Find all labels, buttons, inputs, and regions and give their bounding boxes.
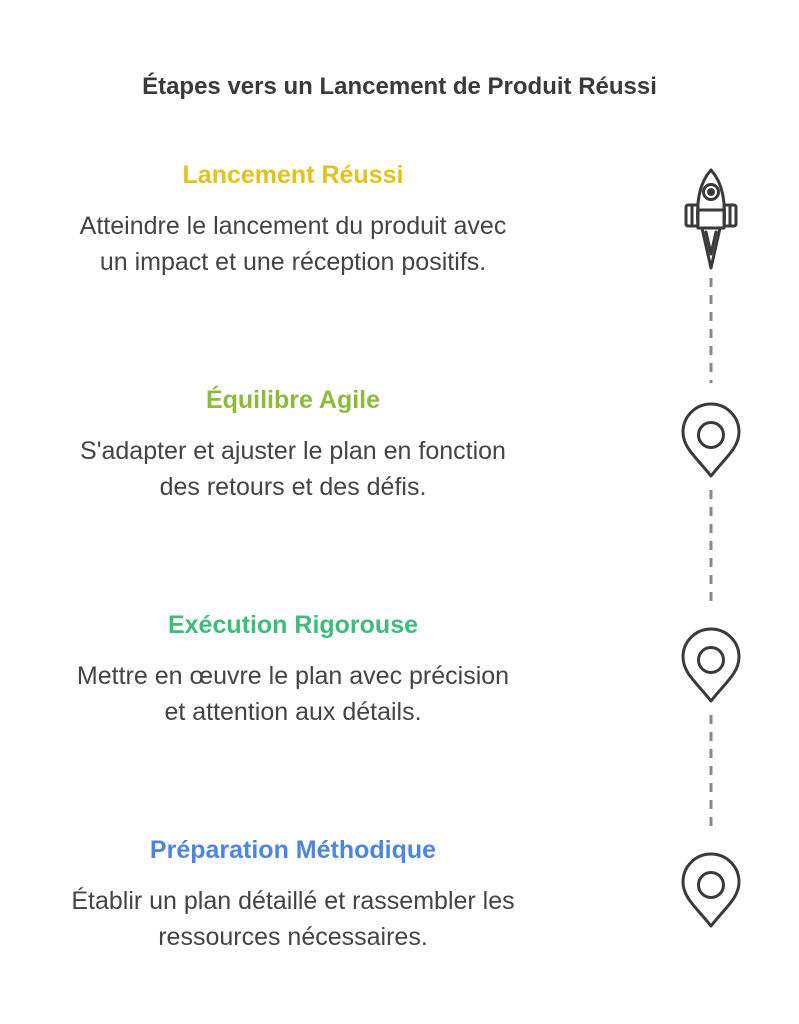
rocket-icon [684,168,738,270]
step-execution-rigorouse: Exécution Rigorouse Mettre en œuvre le p… [20,608,566,730]
location-pin-icon [681,402,741,478]
location-pin-icon [681,627,741,703]
step-title: Préparation Méthodique [149,836,437,864]
step-description: S'adapter et ajuster le plan en fonction… [20,433,566,505]
step-preparation-methodique: Préparation Méthodique Établir un plan d… [20,833,566,955]
step-description: Mettre en œuvre le plan avec précision e… [20,658,566,730]
step-description-line: ressources nécessaires. [158,923,428,951]
step-description-line: Atteindre le lancement du produit avec [79,212,507,240]
step-equilibre-agile: Équilibre Agile S'adapter et ajuster le … [20,383,566,505]
step-description: Établir un plan détaillé et rassembler l… [20,883,566,955]
step-description-line: et attention aux détails. [164,698,422,726]
step-description: Atteindre le lancement du produit avec u… [20,208,566,280]
step-title: Exécution Rigorouse [167,611,419,639]
page-title: Étapes vers un Lancement de Produit Réus… [142,73,657,100]
step-title: Lancement Réussi [182,161,404,189]
step-description-line: Mettre en œuvre le plan avec précision [76,662,510,690]
step-description-line: des retours et des défis. [159,473,427,501]
step-lancement-reussi: Lancement Réussi Atteindre le lancement … [20,158,566,280]
step-description-line: S'adapter et ajuster le plan en fonction [80,437,506,465]
step-description-line: Établir un plan détaillé et rassembler l… [71,887,515,915]
location-pin-icon [681,852,741,928]
step-title: Équilibre Agile [205,386,381,414]
step-description-line: un impact et une réception positifs. [99,248,487,276]
